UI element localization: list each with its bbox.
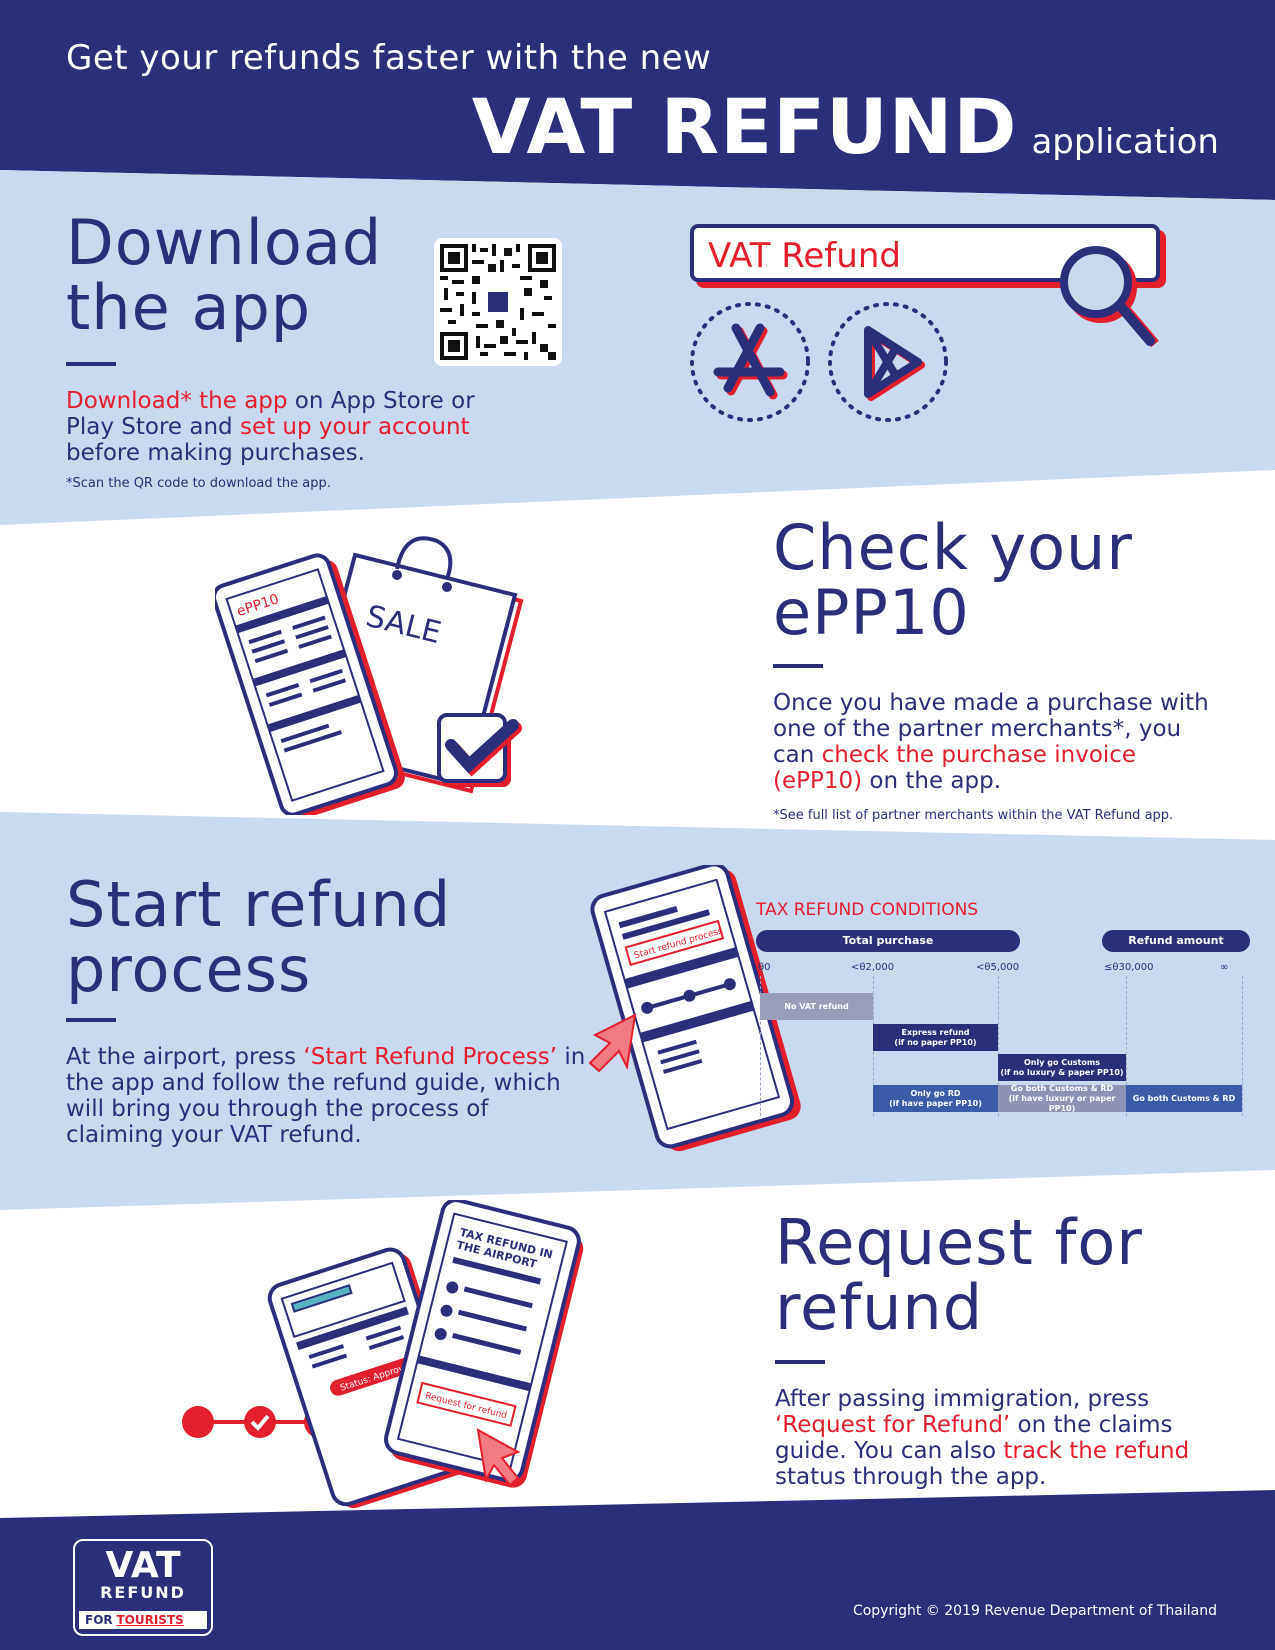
- search-icon: [1060, 246, 1159, 348]
- text-run: Download* the app: [66, 388, 288, 414]
- chart-header-refund-amount: Refund amount: [1102, 930, 1250, 952]
- step4-title: Request for refund: [775, 1210, 1143, 1340]
- step2-body: Once you have made a purchase with one o…: [773, 690, 1213, 794]
- step4-title-line1: Request for: [775, 1206, 1143, 1279]
- chart-title: TAX REFUND CONDITIONS: [756, 900, 979, 920]
- logo-vat: VAT: [105, 1545, 181, 1586]
- qr-code[interactable]: [434, 238, 562, 366]
- text-run: track the refund: [1003, 1438, 1190, 1464]
- step1-title-line2: the app: [66, 271, 312, 345]
- vat-refund-logo: VAT REFUND FOR TOURISTS: [73, 1539, 213, 1636]
- text-run: After passing immigration, press: [775, 1386, 1150, 1412]
- chart-bar-label: Only go Customs (if no luxury & paper PP…: [1000, 1057, 1124, 1077]
- step1-body: Download* the app on App Store or Play S…: [66, 388, 506, 466]
- text-run: on App Store or Play Store and: [66, 388, 475, 440]
- text-run: Once you have made a purchase with one o…: [773, 690, 1209, 768]
- text-run: check the purchase invoice (ePP10): [773, 742, 1137, 794]
- chart-gridline: [998, 976, 999, 1116]
- step1-divider: [66, 362, 116, 366]
- chart-tick-label: ∞: [1220, 962, 1229, 973]
- step1-note: *Scan the QR code to download the app.: [66, 476, 331, 491]
- chart-bar-label: Express refund (if no paper PP10): [894, 1027, 977, 1047]
- step1-title-line1: Download: [66, 206, 383, 279]
- header-title-big: VAT REFUND: [471, 82, 1018, 171]
- search-text: VAT Refund: [708, 236, 901, 276]
- chart-gridline: [1242, 976, 1243, 1116]
- play-store-icon[interactable]: [826, 300, 950, 424]
- step2-note: *See full list of partner merchants with…: [773, 808, 1174, 823]
- chart-header-total-purchase: Total purchase: [756, 930, 1020, 952]
- start-refund-phone-illustration: Start refund process: [588, 865, 801, 1152]
- text-run: on the app.: [862, 768, 1002, 794]
- step4-divider: [775, 1360, 825, 1364]
- step1-title: Download the app: [66, 210, 382, 340]
- step2-title-line2: ePP10: [773, 576, 970, 650]
- copyright: Copyright © 2019 Revenue Department of T…: [852, 1603, 1217, 1619]
- app-search-bar[interactable]: VAT Refund: [690, 224, 1160, 282]
- chart-bar: Go both Customs & RD: [1126, 1085, 1242, 1112]
- chart-gridline: [760, 976, 761, 1116]
- epp10-phone-bag-illustration: SALE ePP10: [215, 536, 524, 815]
- header-title: VAT REFUND application: [472, 82, 1219, 171]
- step2-divider: [773, 664, 823, 668]
- app-store-icon[interactable]: [688, 300, 812, 424]
- chart-tick-label: θ0: [758, 962, 771, 973]
- logo-for: FOR: [85, 1613, 113, 1627]
- logo-for-tourists: FOR TOURISTS: [79, 1611, 207, 1629]
- chart-bar-label: Go both Customs & RD (if have luxury or …: [1008, 1083, 1116, 1113]
- text-run: before making purchases.: [66, 440, 365, 466]
- progress-steps: [182, 1406, 336, 1438]
- chart-bar-label: Only go RD (if have paper PP10): [889, 1088, 982, 1108]
- text-run: on the claims guide. You can also: [775, 1412, 1173, 1464]
- chart-bar: No VAT refund: [760, 993, 873, 1020]
- step4-body: After passing immigration, press ‘Reques…: [775, 1386, 1235, 1490]
- step3-title: Start refund process: [66, 872, 451, 1002]
- chart-tick-label: <θ5,000: [976, 962, 1020, 973]
- epp10-phone: ePP10: [215, 553, 405, 815]
- request-phone: TAX REFUND IN THE AIRPORT Request for re…: [384, 1200, 584, 1488]
- chart-bar: Only go RD (if have paper PP10): [873, 1085, 998, 1112]
- logo-refund: REFUND: [100, 1583, 186, 1602]
- step4-title-line2: refund: [775, 1271, 984, 1345]
- text-run: ‘Start Refund Process’: [303, 1044, 558, 1070]
- request-refund-illustration: Status: Approved TAX REFUND IN THE AIRPO…: [182, 1200, 584, 1509]
- step3-title-line2: process: [66, 933, 312, 1007]
- text-run: set up your account: [239, 414, 470, 440]
- text-run: in the app and follow the refund guide, …: [66, 1044, 586, 1148]
- step3-body: At the airport, press ‘Start Refund Proc…: [66, 1044, 586, 1148]
- cursor-icon: [588, 1013, 637, 1073]
- chart-tick-label: <θ2,000: [851, 962, 895, 973]
- chart-bar-label: No VAT refund: [784, 1001, 849, 1011]
- check-icon: [250, 1414, 270, 1431]
- chart-bar: Go both Customs & RD (if have luxury or …: [998, 1083, 1126, 1113]
- chart-bar: Express refund (if no paper PP10): [873, 1024, 998, 1051]
- logo-tourists: TOURISTS: [116, 1613, 184, 1627]
- chart-gridline: [1126, 976, 1127, 1116]
- text-run: ‘Request for Refund’: [775, 1412, 1011, 1438]
- chart-bar: Only go Customs (if no luxury & paper PP…: [998, 1054, 1126, 1081]
- header-title-small: application: [1031, 122, 1219, 162]
- text-run: status through the app.: [775, 1464, 1047, 1490]
- step2-title: Check your ePP10: [773, 515, 1133, 645]
- chart-bar-label: Go both Customs & RD: [1132, 1093, 1236, 1103]
- header-subtitle: Get your refunds faster with the new: [66, 38, 712, 78]
- checkbox-icon: [437, 713, 522, 787]
- step2-title-line1: Check your: [773, 511, 1133, 584]
- qr-code-graphic: [440, 244, 556, 360]
- cursor-icon: [476, 1428, 521, 1487]
- step3-divider: [66, 1018, 116, 1022]
- text-run: At the airport, press: [66, 1044, 304, 1070]
- chart-tick-label: ≤θ30,000: [1104, 962, 1154, 973]
- step3-title-line1: Start refund: [66, 868, 452, 941]
